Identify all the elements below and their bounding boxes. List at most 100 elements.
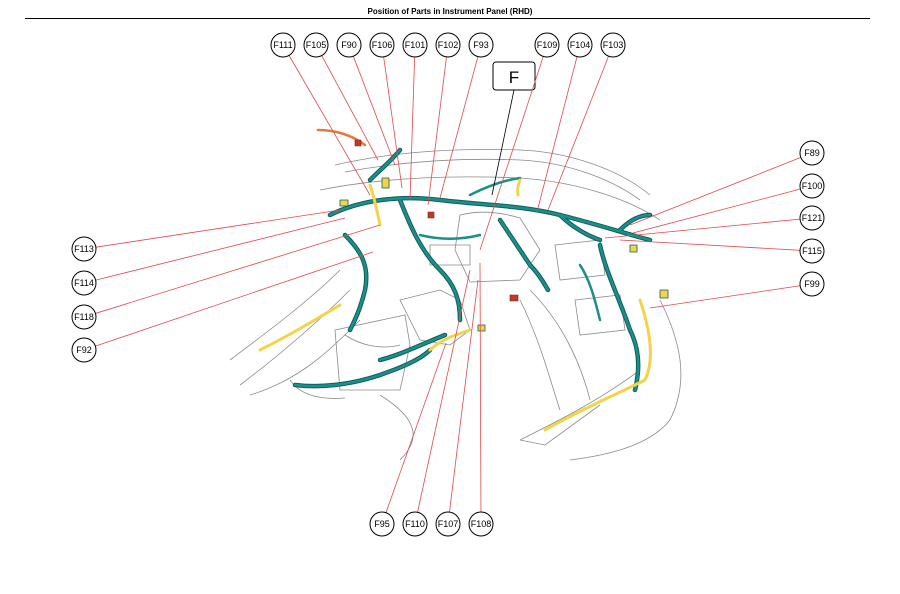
callout-circle (303, 32, 329, 58)
leader-line-f113 (95, 209, 341, 248)
leader-line-f102 (427, 56, 447, 206)
connector-callout-f99: F99 (799, 271, 825, 297)
connector-callout-f105: F105 (303, 32, 329, 58)
callout-circle (534, 32, 560, 58)
callout-label: F101 (405, 40, 426, 50)
leader-line-f110 (417, 269, 471, 513)
connector-callout-f109: F109 (534, 32, 560, 58)
leader-line-f118 (95, 224, 381, 314)
wire-harness (258, 128, 669, 432)
leader-lines (95, 55, 801, 513)
connector-callout-f92: F92 (71, 337, 97, 363)
connector-callout-f106: F106 (369, 32, 395, 58)
callout-circle (567, 32, 593, 58)
callout-label: F108 (471, 519, 492, 529)
callout-label: F100 (802, 181, 823, 191)
leader-line-f105 (321, 55, 379, 161)
leader-line-f95 (385, 342, 447, 513)
leader-line-f111 (288, 55, 371, 196)
callout-circle (600, 32, 626, 58)
connector-callout-f89: F89 (799, 140, 825, 166)
leader-line-f121 (604, 218, 801, 239)
main-label: F (509, 68, 519, 87)
vehicle-outline (229, 148, 682, 461)
callout-label: F93 (473, 40, 489, 50)
callout-label: F110 (405, 519, 425, 529)
leader-line-f99 (649, 285, 801, 309)
callout-circle (435, 511, 461, 537)
leader-line-f92 (95, 251, 374, 347)
leader-line-f103 (547, 56, 609, 211)
callout-label: F89 (804, 148, 820, 158)
leader-line-f109 (479, 56, 544, 251)
main-label-leader (491, 89, 515, 196)
connector-callout-f90: F90 (336, 32, 362, 58)
callout-label: F103 (603, 40, 624, 50)
connector-callout-f95: F95 (369, 511, 395, 537)
leader-line-f93 (439, 56, 479, 199)
callout-label: F115 (802, 246, 822, 256)
connector-callout-f93: F93 (468, 32, 494, 58)
connector-callout-f100: F100 (799, 173, 825, 199)
callout-circle (369, 32, 395, 58)
callout-circle (799, 205, 825, 231)
connector-callout-f102: F102 (435, 32, 461, 58)
connector-callout-f111: F111 (270, 32, 296, 58)
callout-circle (369, 511, 395, 537)
callout-label: F114 (74, 278, 94, 288)
callout-label: F107 (438, 519, 459, 529)
leader-line-f114 (95, 217, 346, 281)
callout-circle (799, 238, 825, 264)
callout-label: F104 (570, 40, 591, 50)
connector-callout-f113: F113 (71, 236, 97, 262)
leader-line-f108 (479, 262, 482, 513)
leader-line-f90 (352, 56, 396, 166)
callout-circle (71, 270, 97, 296)
callout-label: F99 (804, 279, 820, 289)
callout-circle (799, 173, 825, 199)
callout-label: F90 (341, 40, 357, 50)
callout-circle (799, 271, 825, 297)
connector-callout-f104: F104 (567, 32, 593, 58)
leader-line-f106 (383, 56, 403, 189)
callout-circle (270, 32, 296, 58)
callout-label: F113 (74, 244, 94, 254)
page-title: Position of Parts in Instrument Panel (R… (367, 7, 533, 16)
callout-label: F121 (802, 213, 823, 223)
connector-callout-f115: F115 (799, 238, 825, 264)
main-label-box (492, 61, 536, 91)
connector-callout-f108: F108 (468, 511, 494, 537)
leader-line-f100 (632, 188, 801, 234)
connector-callout-f114: F114 (71, 270, 97, 296)
callout-circle (799, 140, 825, 166)
callout-circle (336, 32, 362, 58)
callout-label: F95 (374, 519, 390, 529)
title-rule (25, 18, 870, 19)
callout-circle (402, 32, 428, 58)
connector-callout-f110: F110 (402, 511, 428, 537)
callout-circle (402, 511, 428, 537)
connector-callouts: F111 F105 F90 F106 F101 F102 F93 F109 F104 F103F8… (71, 32, 825, 537)
callout-circle (468, 32, 494, 58)
leader-line-f115 (619, 239, 801, 251)
callout-label: F92 (76, 345, 92, 355)
callout-label: F106 (372, 40, 393, 50)
callout-circle (435, 32, 461, 58)
connector-callout-f118: F118 (71, 304, 97, 330)
callout-label: F102 (438, 40, 459, 50)
leader-line-f101 (409, 56, 416, 201)
leader-line-f89 (629, 157, 801, 226)
connector-callout-f101: F101 (402, 32, 428, 58)
callout-label: F105 (306, 40, 327, 50)
leader-line-f104 (536, 56, 578, 213)
callout-label: F118 (74, 312, 94, 322)
callout-label: F111 (273, 40, 292, 50)
leader-line-f107 (449, 279, 479, 513)
callout-label: F109 (537, 40, 558, 50)
callout-circle (468, 511, 494, 537)
callout-circle (71, 236, 97, 262)
callout-circle (71, 337, 97, 363)
connector-callout-f103: F103 (600, 32, 626, 58)
connector-callout-f107: F107 (435, 511, 461, 537)
